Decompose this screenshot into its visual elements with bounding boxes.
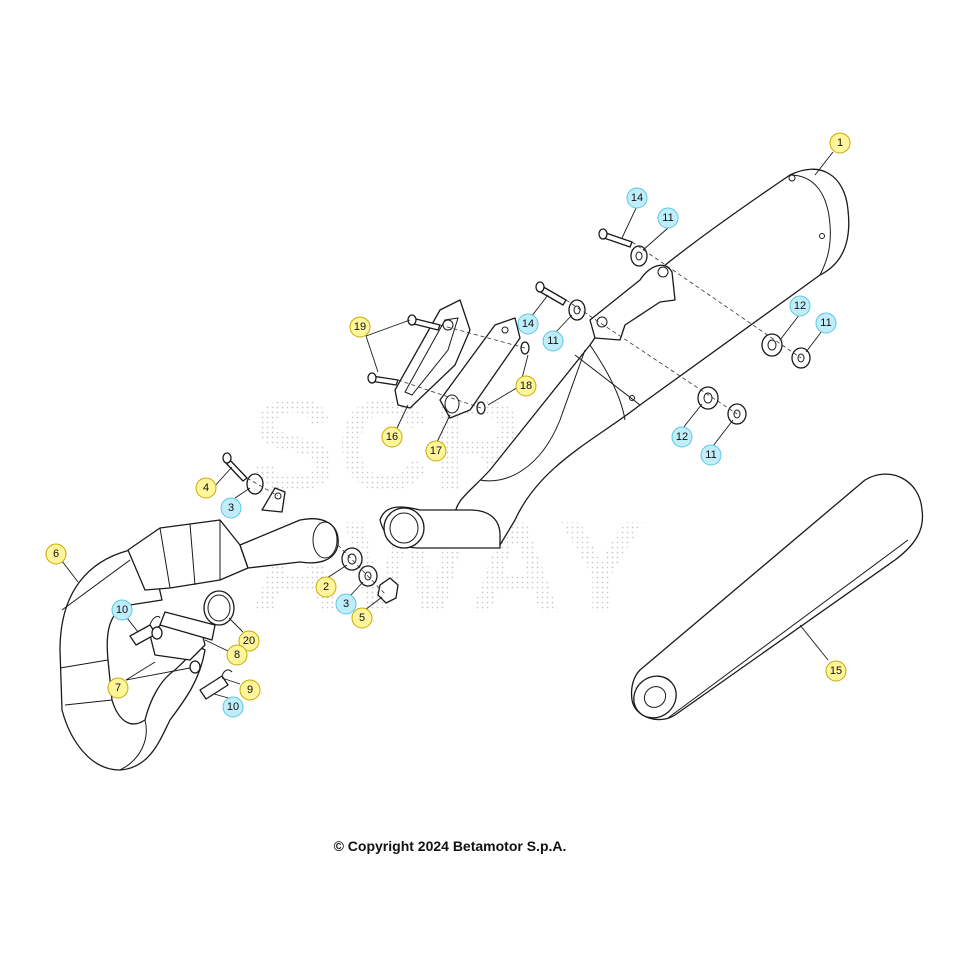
- callout-label: 18: [520, 380, 532, 392]
- callout-label: 12: [676, 431, 688, 443]
- callout-label: 15: [830, 665, 842, 677]
- silencer-body: [379, 168, 850, 549]
- callout-label: 11: [705, 449, 716, 461]
- callout-circle: [626, 187, 648, 209]
- callout-circle: [111, 599, 133, 621]
- callout-18: 18: [515, 375, 537, 397]
- callout-label: 11: [820, 317, 831, 329]
- springs: [129, 615, 233, 700]
- callout-label: 4: [203, 482, 209, 494]
- callout-16: 16: [381, 426, 403, 448]
- callout-19: 19: [349, 316, 371, 338]
- callout-circle: [425, 440, 447, 462]
- callout-label: 7: [115, 682, 121, 694]
- callout-7: 7: [107, 677, 129, 699]
- callout-15: 15: [825, 660, 847, 682]
- callout-label: 8: [234, 649, 240, 661]
- callout-label: 2: [323, 581, 329, 593]
- callout-14: 14: [517, 313, 539, 335]
- callout-label: 17: [430, 445, 442, 457]
- silencer-sleeve: [630, 473, 924, 721]
- copyright-notice: © Copyright 2024 Betamotor S.p.A.: [333, 838, 567, 854]
- callout-9: 9: [239, 679, 261, 701]
- header-pipe: [59, 487, 339, 771]
- callout-circle: [829, 132, 851, 154]
- callout-label: 19: [354, 321, 366, 333]
- callout-3: 3: [220, 497, 242, 519]
- callout-circle: [515, 375, 537, 397]
- callout-label: 14: [631, 192, 643, 204]
- callout-label: 16: [386, 431, 398, 443]
- callout-circle: [542, 330, 564, 352]
- bolts: [222, 228, 633, 482]
- callout-label: 11: [662, 212, 673, 224]
- callout-3: 3: [335, 593, 357, 615]
- callout-1: 1: [829, 132, 851, 154]
- callout-10: 10: [222, 696, 244, 718]
- callout-2: 2: [315, 576, 337, 598]
- callout-11: 11: [542, 330, 564, 352]
- callout-17: 17: [425, 440, 447, 462]
- callout-14: 14: [626, 187, 648, 209]
- callout-circle: [315, 576, 337, 598]
- callout-circle: [238, 630, 260, 652]
- callout-label: 6: [53, 548, 59, 560]
- callout-circle: [239, 679, 261, 701]
- callout-circle: [45, 543, 67, 565]
- callout-4: 4: [195, 477, 217, 499]
- callout-label: 12: [794, 300, 806, 312]
- callout-label: 14: [522, 318, 534, 330]
- callout-label: 11: [547, 335, 558, 347]
- callout-20: 20: [238, 630, 260, 652]
- callout-circle: [195, 477, 217, 499]
- callout-5: 5: [351, 607, 373, 629]
- callout-circle: [517, 313, 539, 335]
- callout-11: 11: [815, 312, 837, 334]
- callout-circle: [657, 207, 679, 229]
- callout-circle: [335, 593, 357, 615]
- callout-circle: [220, 497, 242, 519]
- callout-11: 11: [657, 207, 679, 229]
- callout-12: 12: [789, 295, 811, 317]
- callout-circle: [222, 696, 244, 718]
- callout-label: 5: [359, 612, 365, 624]
- callout-circle: [226, 644, 248, 666]
- callout-label: 9: [247, 684, 253, 696]
- callout-circle: [789, 295, 811, 317]
- callout-10: 10: [111, 599, 133, 621]
- callout-circle: [815, 312, 837, 334]
- callout-label: 10: [116, 604, 128, 616]
- callout-circle: [351, 607, 373, 629]
- callout-circle: [700, 444, 722, 466]
- callout-label: 20: [243, 635, 255, 647]
- gasket-plate: [439, 317, 521, 419]
- callout-circle: [107, 677, 129, 699]
- callout-label: 3: [228, 502, 234, 514]
- callout-circle: [349, 316, 371, 338]
- leader-lines: [61, 151, 834, 700]
- callout-label: 1: [837, 137, 843, 149]
- callout-12: 12: [671, 426, 693, 448]
- heat-shield: [394, 299, 471, 409]
- callout-11: 11: [700, 444, 722, 466]
- callout-circle: [825, 660, 847, 682]
- callout-label: 3: [343, 598, 349, 610]
- callout-label: 10: [227, 701, 239, 713]
- assembly-axes: [246, 241, 802, 596]
- callout-circle: [381, 426, 403, 448]
- callout-circle: [671, 426, 693, 448]
- callout-8: 8: [226, 644, 248, 666]
- callout-6: 6: [45, 543, 67, 565]
